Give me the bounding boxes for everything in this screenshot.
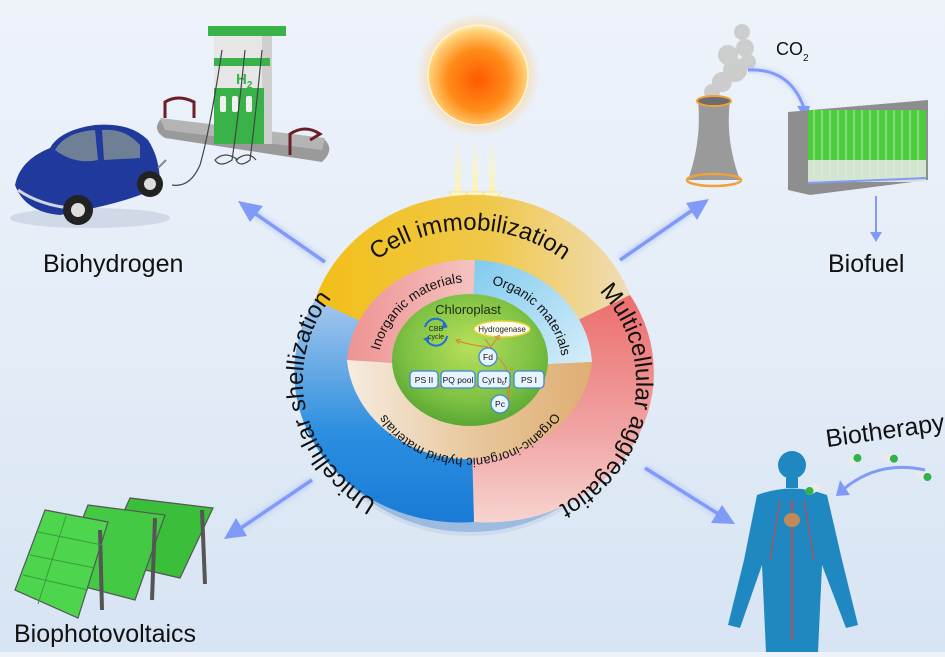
chloroplast-title: Chloroplast <box>435 302 501 317</box>
label-biohydrogen: Biohydrogen <box>43 250 184 278</box>
central-disc: Cell immobilization Multicellular aggreg… <box>282 194 657 536</box>
car <box>10 124 170 228</box>
pill-icon <box>846 454 862 466</box>
cbb-cycle: CBB cycle <box>423 317 448 347</box>
pq-pool-label: PQ pool <box>443 375 474 385</box>
cycle-arrow-icon <box>442 322 448 329</box>
solar-panel-icon <box>14 497 214 619</box>
hydrogenase-node: Hydrogenase <box>473 320 531 338</box>
hydrogenase-label: Hydrogenase <box>478 325 526 334</box>
electron-symbol: e⁻ <box>510 367 517 373</box>
cbb-label: CBB <box>429 326 444 333</box>
heart <box>784 513 800 527</box>
pc-label: Pc <box>495 399 506 409</box>
arrow-to-biophotovoltaics <box>224 476 315 539</box>
arrow-to-biohydrogen <box>238 201 328 266</box>
sun-icon <box>416 13 540 137</box>
pill-icon <box>805 483 821 495</box>
ps1-label: PS I <box>521 375 537 385</box>
solar-panel-front <box>14 509 109 619</box>
label-biophotovoltaics: Biophotovoltaics <box>14 620 197 648</box>
label-biofuel: Biofuel <box>828 250 905 278</box>
co2-label: CO2 <box>776 39 809 64</box>
cycle-arrow-icon <box>423 336 429 343</box>
pq-pool-node: PQ pool <box>440 370 476 389</box>
cyt-b6f-node: Cyt b6f <box>477 370 511 389</box>
photobioreactor-icon: CO2 <box>685 24 928 242</box>
arrow-to-biofuel <box>617 199 709 264</box>
cyt-b6f-label: Cyt b6f <box>482 375 508 387</box>
ps1-node: PS I <box>513 370 545 389</box>
fd-label: Fd <box>483 352 493 362</box>
ps2-label: PS II <box>415 375 433 385</box>
hydrogen-car-refuel-icon: H2 <box>10 26 330 228</box>
ps2-node: PS II <box>409 370 439 389</box>
cbb-label: cycle <box>428 334 444 341</box>
fd-node: Fd <box>478 347 498 367</box>
arrow-to-biotherapy <box>642 464 735 524</box>
pill-icon <box>916 469 932 481</box>
smoke <box>704 24 756 100</box>
human-body-icon <box>728 451 932 652</box>
pill-icon <box>882 453 898 463</box>
pc-node: Pc <box>490 394 510 414</box>
